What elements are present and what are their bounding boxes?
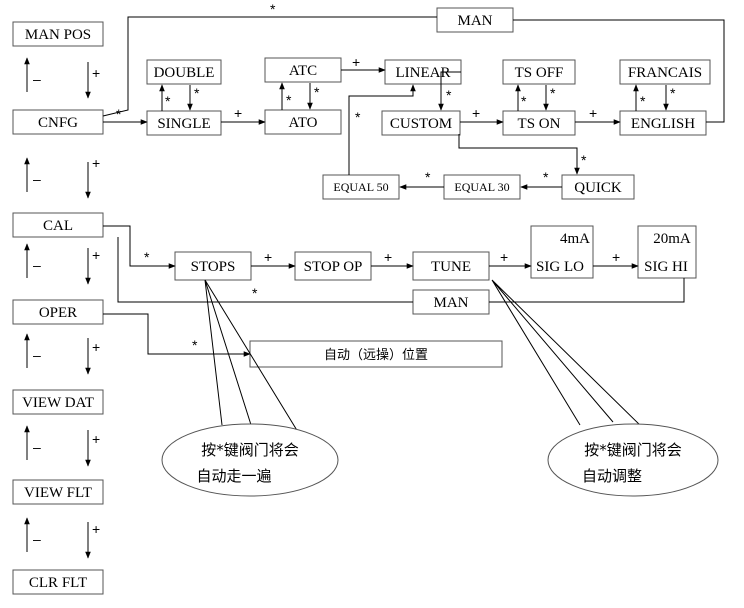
oper-section: 自动（远操）位置 * [103,313,503,368]
minus-symbol: – [33,171,41,187]
star-symbol: * [521,93,527,109]
tune-callout: 按*键阀门将会 自动调整 [491,279,719,497]
config-connectors: * * * * + * * + * * [102,1,725,190]
plus-symbol: + [472,105,480,121]
minus-symbol: – [33,257,41,273]
single-label: SINGLE [157,116,210,132]
sig-lo-value: 4mA [560,231,590,247]
star-symbol: * [543,169,549,185]
star-symbol: * [116,106,122,122]
equal-30-label: EQUAL 30 [454,180,509,194]
ato-label: ATO [289,115,318,131]
left-menu: MAN POS CNFG CAL OPER VIEW DAT VIEW FLT … [12,21,104,595]
plus-symbol: + [92,339,100,355]
clr-flt-label: CLR FLT [29,575,87,591]
stops-callout: 按*键阀门将会 自动走一遍 [161,279,339,497]
star-symbol: * [314,84,320,100]
man-pos-label: MAN POS [25,27,91,43]
quick-label: QUICK [574,180,622,196]
plus-symbol: + [384,249,392,265]
sig-lo-label: SIG LO [536,259,584,275]
tune-label: TUNE [431,259,471,275]
minus-symbol: – [33,347,41,363]
tune-callout-line1: 按*键阀门将会 [584,441,682,459]
star-symbol: * [550,85,556,101]
plus-symbol: + [234,105,242,121]
sig-hi-value: 20mA [653,231,691,247]
ts-on-label: TS ON [518,116,561,132]
minus-symbol: – [33,439,41,455]
star-symbol: * [192,337,198,353]
star-symbol: * [165,93,171,109]
stop-op-label: STOP OP [304,259,363,275]
stops-callout-line1: 按*键阀门将会 [201,441,299,459]
plus-symbol: + [589,105,597,121]
star-symbol: * [144,249,150,265]
francais-label: FRANCAIS [628,65,702,81]
sig-hi-label: SIG HI [644,259,688,275]
stops-label: STOPS [191,259,236,275]
cnfg-label: CNFG [38,115,78,131]
star-symbol: * [252,285,258,301]
star-symbol: * [581,152,587,168]
minus-symbol: – [33,531,41,547]
cal-man-label: MAN [433,295,468,311]
minus-symbol: – [33,71,41,87]
plus-symbol: + [92,521,100,537]
config-man-label: MAN [457,13,492,29]
cal-connectors: * + + + + * [103,225,685,303]
plus-symbol: + [264,249,272,265]
plus-symbol: + [92,247,100,263]
plus-symbol: + [612,249,620,265]
linear-label: LINEAR [396,65,451,81]
tune-callout-line2: 自动调整 [582,467,642,485]
star-symbol: * [670,85,676,101]
view-dat-label: VIEW DAT [22,395,94,411]
plus-symbol: + [92,431,100,447]
oper-label: OPER [39,305,77,321]
ts-off-label: TS OFF [515,65,564,81]
cal-label: CAL [43,218,73,234]
star-symbol: * [286,92,292,108]
star-symbol: * [425,169,431,185]
plus-symbol: + [92,65,100,81]
star-symbol: * [446,87,452,103]
star-symbol: * [270,1,276,17]
view-flt-label: VIEW FLT [24,485,92,501]
double-label: DOUBLE [154,65,215,81]
english-label: ENGLISH [631,116,695,132]
star-symbol: * [194,85,200,101]
star-symbol: * [355,109,361,125]
oper-target-label: 自动（远操）位置 [324,347,428,363]
stops-callout-line2: 自动走一遍 [196,467,271,485]
custom-label: CUSTOM [390,116,452,132]
config-section: MAN DOUBLE SINGLE ATC ATO LINEAR CUSTOM … [102,1,725,200]
equal-50-label: EQUAL 50 [333,180,388,194]
plus-symbol: + [500,249,508,265]
plus-symbol: + [352,54,360,70]
star-symbol: * [640,93,646,109]
plus-symbol: + [92,155,100,171]
atc-label: ATC [289,63,317,79]
cal-section: STOPS STOP OP TUNE 4mA SIG LO 20mA SIG H… [103,225,697,315]
nav-arrows: – + – + – + – + – + – + [24,57,100,559]
